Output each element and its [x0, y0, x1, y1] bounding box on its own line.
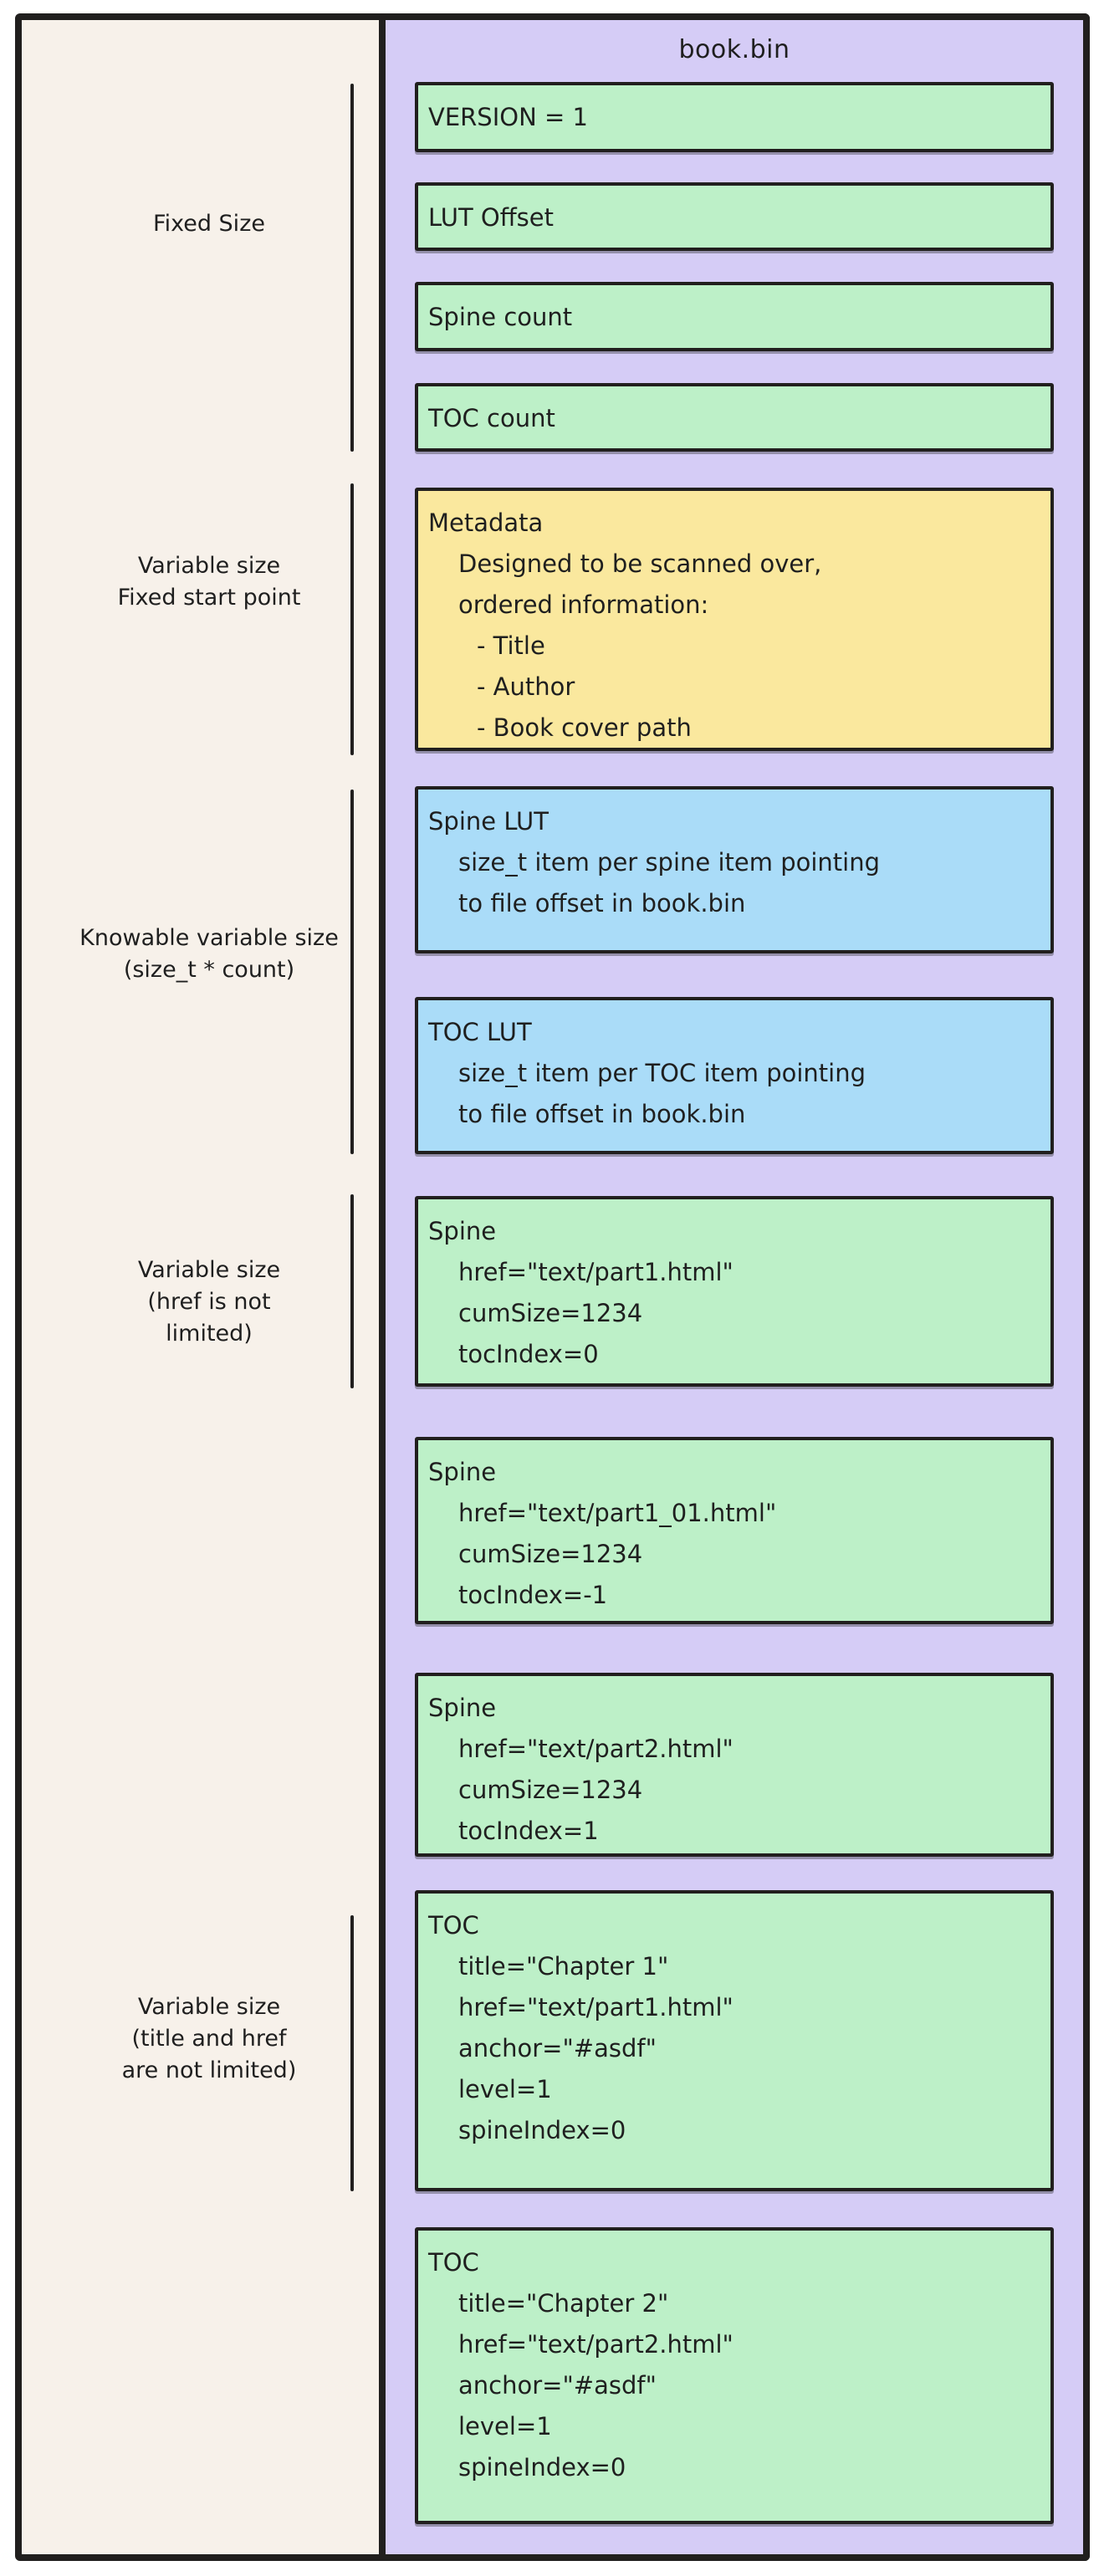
- field-line: tocIndex=1: [458, 1817, 599, 1845]
- field-line: Spine LUT: [428, 807, 549, 836]
- field-box-toc-2: TOC title="Chapter 2" href="text/part2.h…: [415, 2227, 1054, 2524]
- annotation-line: (size_t * count): [123, 957, 295, 983]
- field-box-spine-lut: Spine LUT size_t item per spine item poi…: [415, 786, 1054, 953]
- annotation-variable-size-href: Variable size (href is not limited): [67, 1255, 351, 1350]
- bracket-line: [350, 1194, 354, 1388]
- field-line: anchor="#asdf": [458, 2371, 657, 2400]
- field-line: spineIndex=0: [458, 2116, 626, 2144]
- field-line: to file offset in book.bin: [458, 1100, 746, 1128]
- field-line: Designed to be scanned over,: [458, 549, 822, 578]
- field-line: cumSize=1234: [458, 1299, 643, 1327]
- annotation-variable-size-fixed-start: Variable size Fixed start point: [67, 550, 351, 614]
- bracket-line: [350, 84, 354, 452]
- annotation-line: (title and href: [131, 2026, 287, 2052]
- field-line: Spine count: [428, 303, 573, 331]
- field-box-lut-offset: LUT Offset: [415, 182, 1054, 251]
- file-panel: book.bin VERSION = 1 LUT Offset Spine co…: [379, 13, 1090, 2561]
- field-line: href="text/part2.html": [458, 1735, 733, 1763]
- field-box-metadata: Metadata Designed to be scanned over, or…: [415, 488, 1054, 751]
- field-box-spine-1: Spine href="text/part1.html" cumSize=123…: [415, 1196, 1054, 1387]
- annotation-line: (href is not: [147, 1289, 271, 1315]
- field-line: href="text/part2.html": [458, 2330, 733, 2359]
- field-line: tocIndex=-1: [458, 1581, 608, 1609]
- annotation-line: are not limited): [121, 2057, 297, 2083]
- field-line: TOC count: [428, 404, 555, 432]
- field-line: size_t item per spine item pointing: [458, 848, 881, 877]
- field-line: title="Chapter 2": [458, 2289, 669, 2318]
- field-line: level=1: [458, 2412, 552, 2441]
- field-box-version: VERSION = 1: [415, 82, 1054, 152]
- field-line: tocIndex=0: [458, 1340, 599, 1368]
- field-line: cumSize=1234: [458, 1776, 643, 1804]
- field-line: href="text/part1.html": [458, 1258, 733, 1286]
- field-line: Metadata: [428, 509, 544, 537]
- annotation-line: Fixed Size: [153, 211, 265, 237]
- field-line: Spine: [428, 1217, 497, 1245]
- annotation-variable-size-title-href: Variable size (title and href are not li…: [67, 1991, 351, 2087]
- field-box-toc-1: TOC title="Chapter 1" href="text/part1.h…: [415, 1890, 1054, 2191]
- field-box-toc-count: TOC count: [415, 383, 1054, 452]
- field-line: anchor="#asdf": [458, 2034, 657, 2062]
- field-line: VERSION = 1: [428, 103, 588, 131]
- annotation-line: Variable size: [137, 1257, 281, 1283]
- field-box-toc-lut: TOC LUT size_t item per TOC item pointin…: [415, 997, 1054, 1154]
- field-line: title="Chapter 1": [458, 1952, 669, 1981]
- annotation-knowable-variable-size: Knowable variable size (size_t * count): [67, 923, 351, 986]
- bracket-line: [350, 1915, 354, 2191]
- field-line: - Author: [477, 672, 575, 701]
- field-line: LUT Offset: [428, 203, 554, 232]
- field-line: to file offset in book.bin: [458, 889, 746, 917]
- annotation-line: Fixed start point: [117, 585, 301, 611]
- field-line: - Title: [477, 631, 545, 660]
- annotation-line: Variable size: [137, 553, 281, 579]
- field-line: Spine: [428, 1458, 497, 1486]
- annotation-line: Knowable variable size: [79, 925, 339, 951]
- annotation-line: Variable size: [137, 1994, 281, 2020]
- field-line: href="text/part1_01.html": [458, 1499, 777, 1527]
- annotation-line: limited): [166, 1321, 253, 1347]
- field-box-spine-3: Spine href="text/part2.html" cumSize=123…: [415, 1673, 1054, 1857]
- field-line: cumSize=1234: [458, 1540, 643, 1568]
- field-line: TOC LUT: [428, 1018, 532, 1046]
- field-box-spine-2: Spine href="text/part1_01.html" cumSize=…: [415, 1437, 1054, 1624]
- file-title: book.bin: [678, 35, 790, 64]
- field-line: TOC: [428, 2248, 479, 2277]
- field-line: level=1: [458, 2075, 552, 2103]
- annotation-fixed-size: Fixed Size: [67, 208, 351, 240]
- field-line: TOC: [428, 1911, 479, 1940]
- bracket-line: [350, 483, 354, 755]
- field-line: - Book cover path: [477, 713, 692, 742]
- field-line: href="text/part1.html": [458, 1993, 733, 2021]
- field-line: size_t item per TOC item pointing: [458, 1059, 866, 1087]
- bracket-line: [350, 790, 354, 1154]
- field-line: Spine: [428, 1694, 497, 1722]
- field-box-spine-count: Spine count: [415, 282, 1054, 351]
- field-line: spineIndex=0: [458, 2453, 626, 2481]
- field-line: ordered information:: [458, 590, 709, 619]
